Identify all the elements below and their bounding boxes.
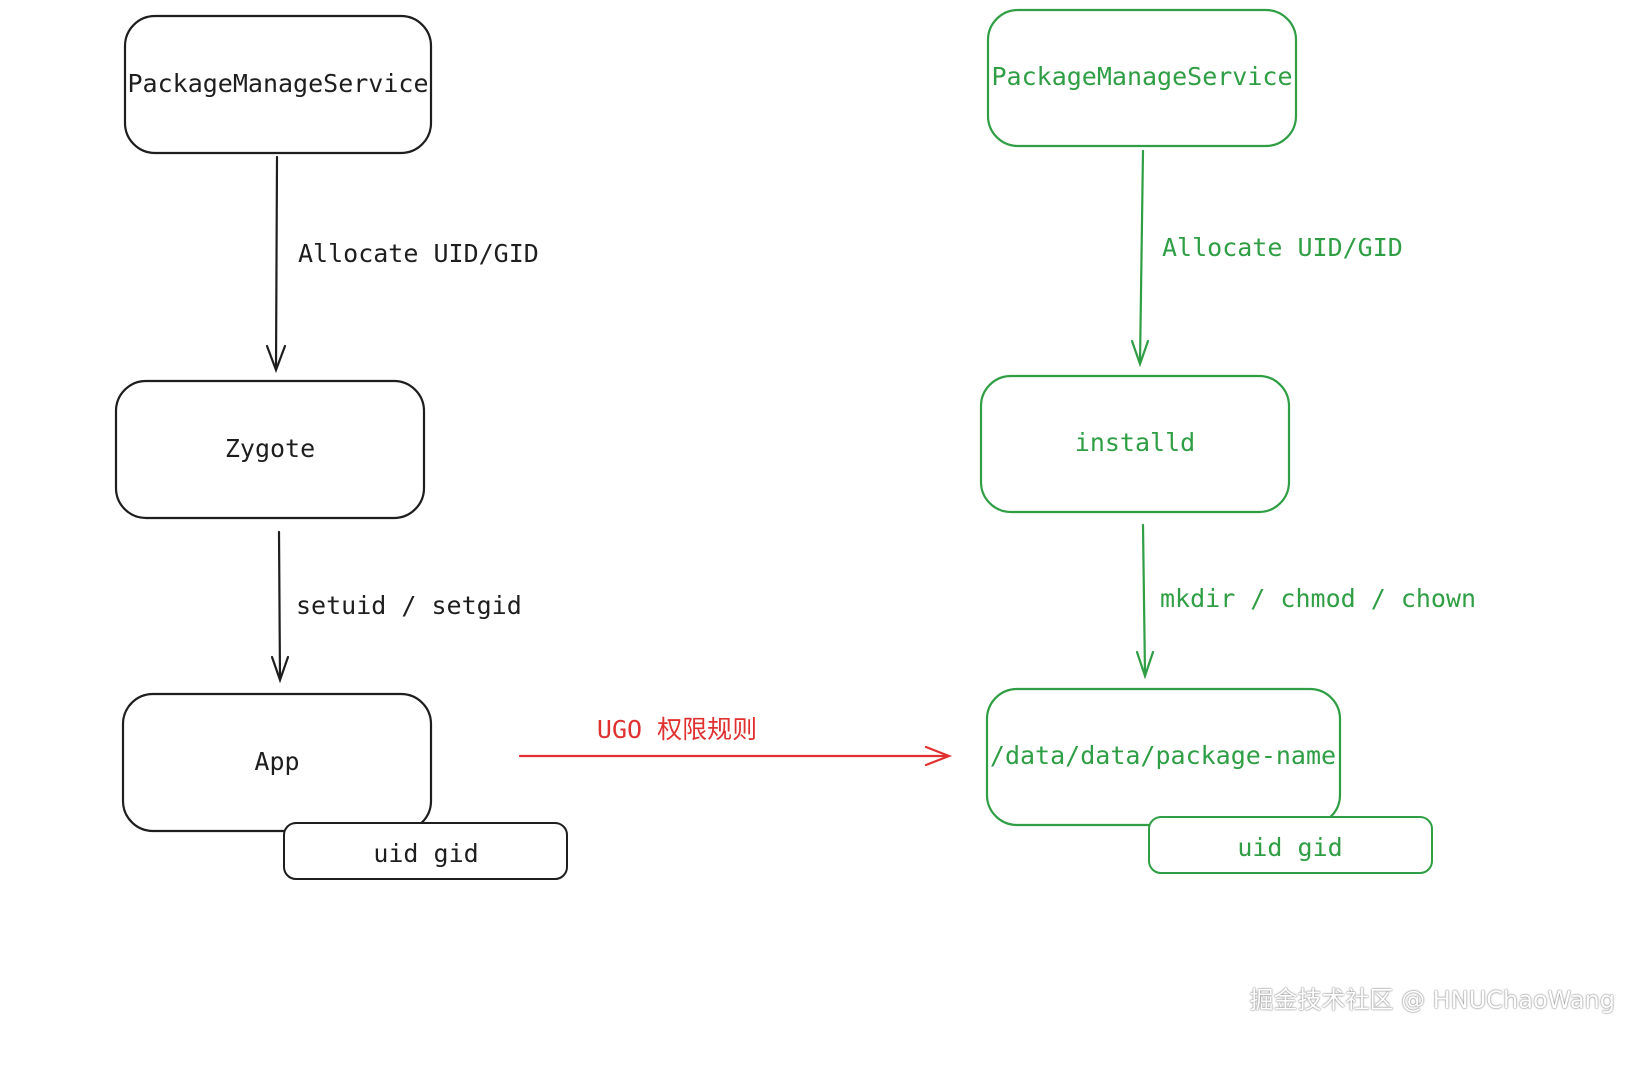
zygote-label: Zygote: [225, 434, 315, 463]
dir-uid-gid-label: uid gid: [1237, 833, 1342, 862]
ugo-label: UGO 权限规则: [597, 715, 757, 744]
right-allocate-arrow: [1130, 149, 1150, 368]
dir-uid-gid-tag: uid gid: [1148, 816, 1433, 874]
setuid-label: setuid / setgid: [296, 591, 522, 620]
app-node: App: [121, 692, 433, 833]
app-label: App: [254, 747, 299, 776]
left-allocate-label: Allocate UID/GID: [298, 239, 539, 268]
watermark-text: 掘金技术社区 @ HNUChaoWang: [1249, 986, 1615, 1014]
left-allocate-arrow: [265, 155, 287, 374]
data-dir-node: /data/data/package-name: [985, 687, 1342, 827]
data-dir-label: /data/data/package-name: [990, 741, 1336, 770]
right-allocate-label: Allocate UID/GID: [1162, 233, 1403, 262]
left-setuid-arrow: [270, 530, 290, 684]
left-pms-node: PackageManageService: [123, 14, 433, 155]
app-uid-gid-tag: uid gid: [283, 822, 568, 880]
app-uid-gid-label: uid gid: [373, 839, 478, 868]
left-pms-label: PackageManageService: [127, 69, 428, 98]
installd-node: installd: [979, 374, 1291, 514]
zygote-node: Zygote: [114, 379, 426, 520]
right-pms-label: PackageManageService: [991, 62, 1292, 91]
right-pms-node: PackageManageService: [986, 8, 1298, 148]
mkdir-label: mkdir / chmod / chown: [1160, 584, 1476, 613]
ugo-arrow: [518, 745, 953, 767]
installd-label: installd: [1075, 428, 1195, 457]
right-mkdir-arrow: [1135, 523, 1155, 680]
